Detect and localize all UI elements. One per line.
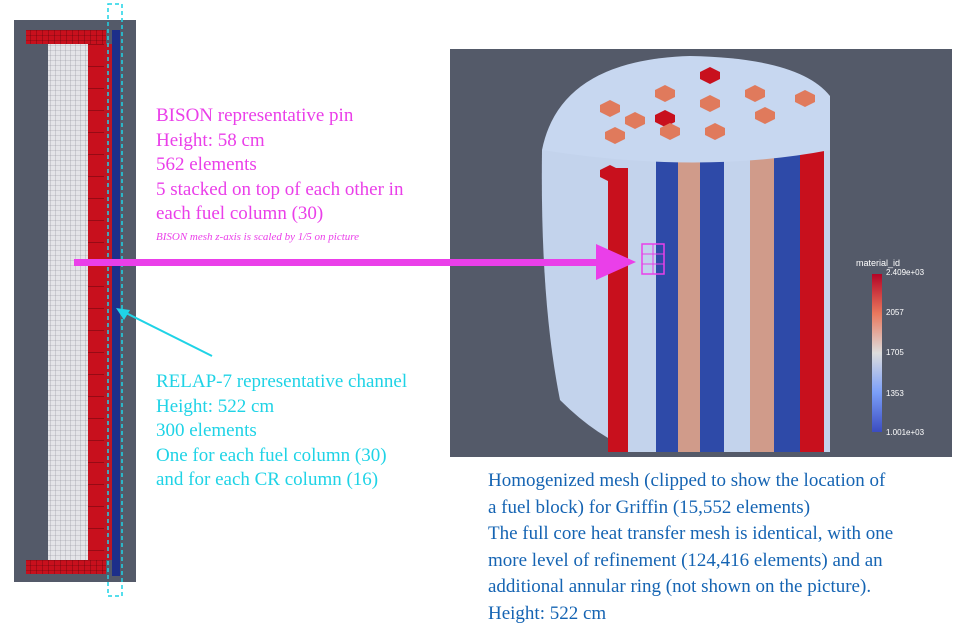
legend-color-bar bbox=[872, 274, 882, 432]
relap-line: One for each fuel column (30) bbox=[156, 444, 407, 469]
relap-line: Height: 522 cm bbox=[156, 395, 407, 420]
bison-line: 5 stacked on top of each other in bbox=[156, 178, 403, 203]
legend-tick: 1705 bbox=[886, 348, 904, 357]
legend-tick: 2057 bbox=[886, 308, 904, 317]
griffin-description: Homogenized mesh (clipped to show the lo… bbox=[488, 468, 893, 627]
legend-tick-max: 2.409e+03 bbox=[886, 268, 924, 277]
channel-column bbox=[112, 30, 120, 576]
relap-line: RELAP-7 representative channel bbox=[156, 370, 407, 395]
relap-description: RELAP-7 representative channel Height: 5… bbox=[156, 370, 407, 493]
bison-line: each fuel column (30) bbox=[156, 202, 403, 227]
legend-tick: 1353 bbox=[886, 389, 904, 398]
bison-line: 562 elements bbox=[156, 153, 403, 178]
bison-line: BISON representative pin bbox=[156, 104, 403, 129]
legend-tick-min: 1.001e+03 bbox=[886, 428, 924, 437]
griffin-line: a fuel block) for Griffin (15,552 elemen… bbox=[488, 495, 893, 522]
relap-line: and for each CR column (16) bbox=[156, 468, 407, 493]
bottom-cap bbox=[26, 560, 106, 574]
relap-arrow-line bbox=[124, 312, 212, 356]
bison-line: Height: 58 cm bbox=[156, 129, 403, 154]
cladding-column bbox=[88, 44, 104, 560]
griffin-line: Homogenized mesh (clipped to show the lo… bbox=[488, 468, 893, 495]
griffin-line: additional annular ring (not shown on th… bbox=[488, 574, 893, 601]
griffin-line: Height: 522 cm bbox=[488, 601, 893, 627]
griffin-line: The full core heat transfer mesh is iden… bbox=[488, 521, 893, 548]
legend-title: material_id bbox=[856, 258, 900, 268]
top-cap bbox=[26, 30, 106, 44]
bison-arrow-line bbox=[74, 259, 598, 266]
griffin-line: more level of refinement (124,416 elemen… bbox=[488, 548, 893, 575]
bison-note: BISON mesh z-axis is scaled by 1/5 on pi… bbox=[156, 227, 403, 247]
relap-line: 300 elements bbox=[156, 419, 407, 444]
fuel-pin-mesh bbox=[48, 44, 88, 560]
bison-description: BISON representative pin Height: 58 cm 5… bbox=[156, 104, 403, 247]
